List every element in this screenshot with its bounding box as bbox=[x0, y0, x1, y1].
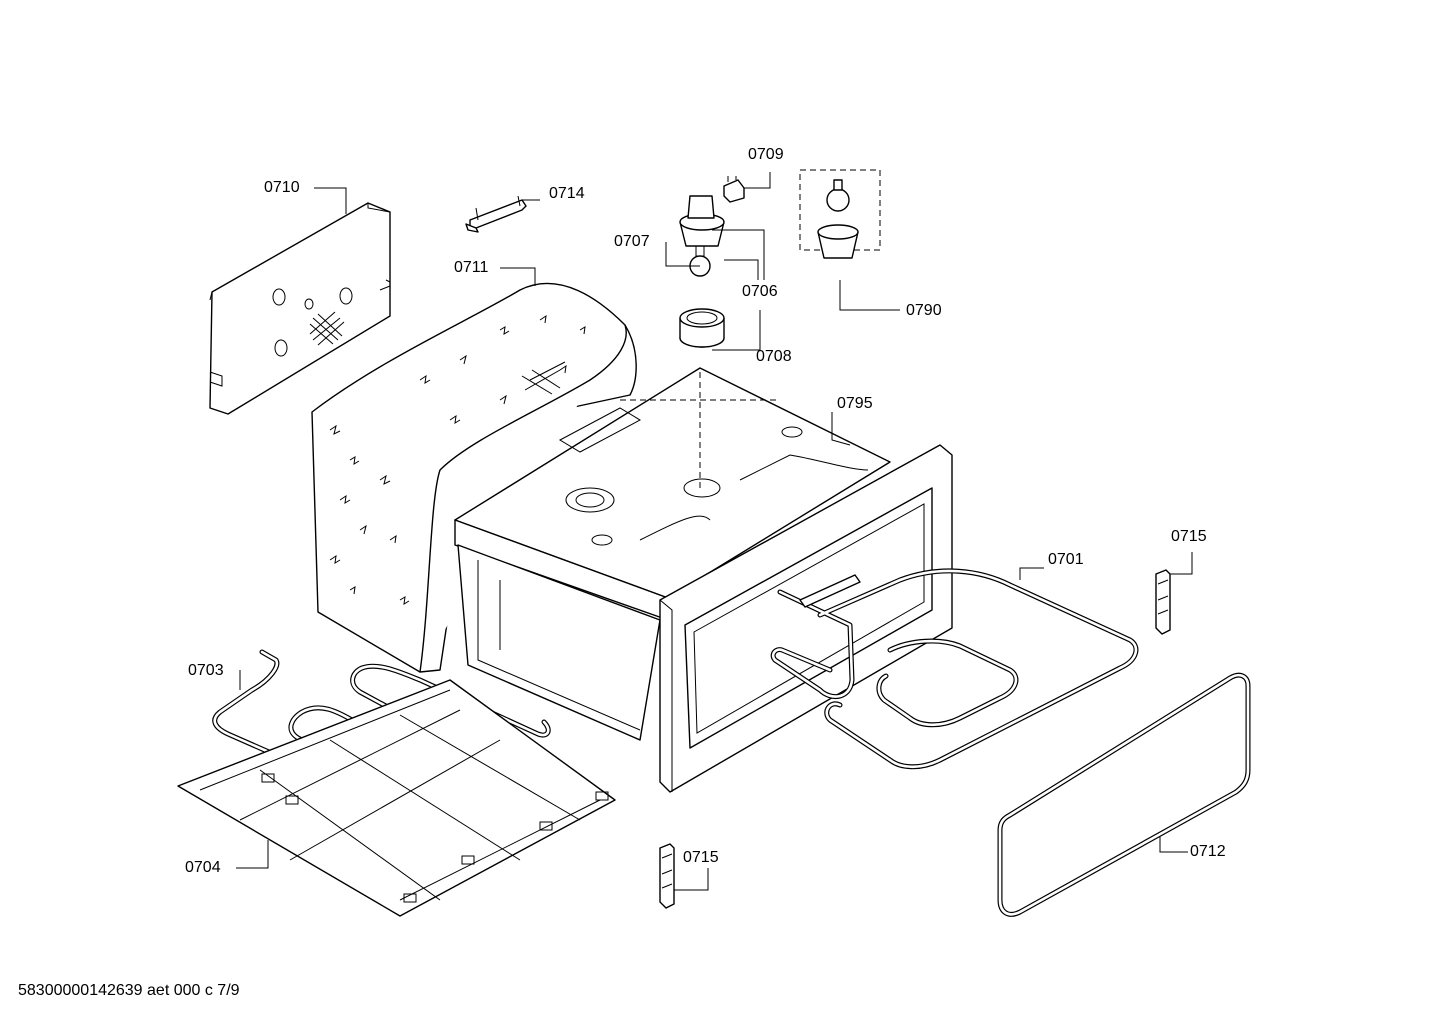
label-0711: 0711 bbox=[454, 259, 489, 276]
label-0701: 0701 bbox=[1048, 551, 1084, 568]
part-0715-hinge-bracket-bottom bbox=[659, 843, 675, 909]
label-0704: 0704 bbox=[185, 859, 221, 876]
label-0715-right: 0715 bbox=[1171, 528, 1207, 545]
label-0715-bottom: 0715 bbox=[683, 849, 719, 866]
part-0701-grill-element bbox=[770, 568, 1139, 770]
label-0795: 0795 bbox=[837, 395, 873, 412]
document-reference: 58300000142639 aet 000 c 7/9 bbox=[18, 982, 240, 999]
part-0704-bottom-tray bbox=[177, 679, 616, 917]
label-0709: 0709 bbox=[748, 146, 784, 163]
part-0703-bottom-element bbox=[212, 649, 551, 818]
label-0708: 0708 bbox=[756, 348, 792, 365]
part-0706-lamp-holder bbox=[679, 195, 725, 277]
part-0795-oven-cavity bbox=[454, 367, 953, 793]
part-0710-insulation-panel bbox=[209, 202, 391, 415]
part-0711-insulation-wrap bbox=[311, 282, 637, 673]
label-0703: 0703 bbox=[188, 662, 224, 679]
part-0714-bracket bbox=[465, 195, 527, 233]
leader-lines bbox=[236, 172, 1193, 891]
part-0709-clip bbox=[723, 176, 745, 203]
part-0712-door-gasket bbox=[997, 672, 1251, 917]
part-0708-lamp-ring bbox=[679, 308, 725, 348]
label-0714: 0714 bbox=[549, 185, 585, 202]
part-0715-hinge-bracket-right bbox=[1155, 569, 1171, 635]
part-0790-lamp-kit bbox=[799, 169, 881, 259]
label-0707: 0707 bbox=[614, 233, 650, 250]
label-0710: 0710 bbox=[264, 179, 300, 196]
label-0712: 0712 bbox=[1190, 843, 1226, 860]
label-0706: 0706 bbox=[742, 283, 778, 300]
label-0790: 0790 bbox=[906, 302, 942, 319]
